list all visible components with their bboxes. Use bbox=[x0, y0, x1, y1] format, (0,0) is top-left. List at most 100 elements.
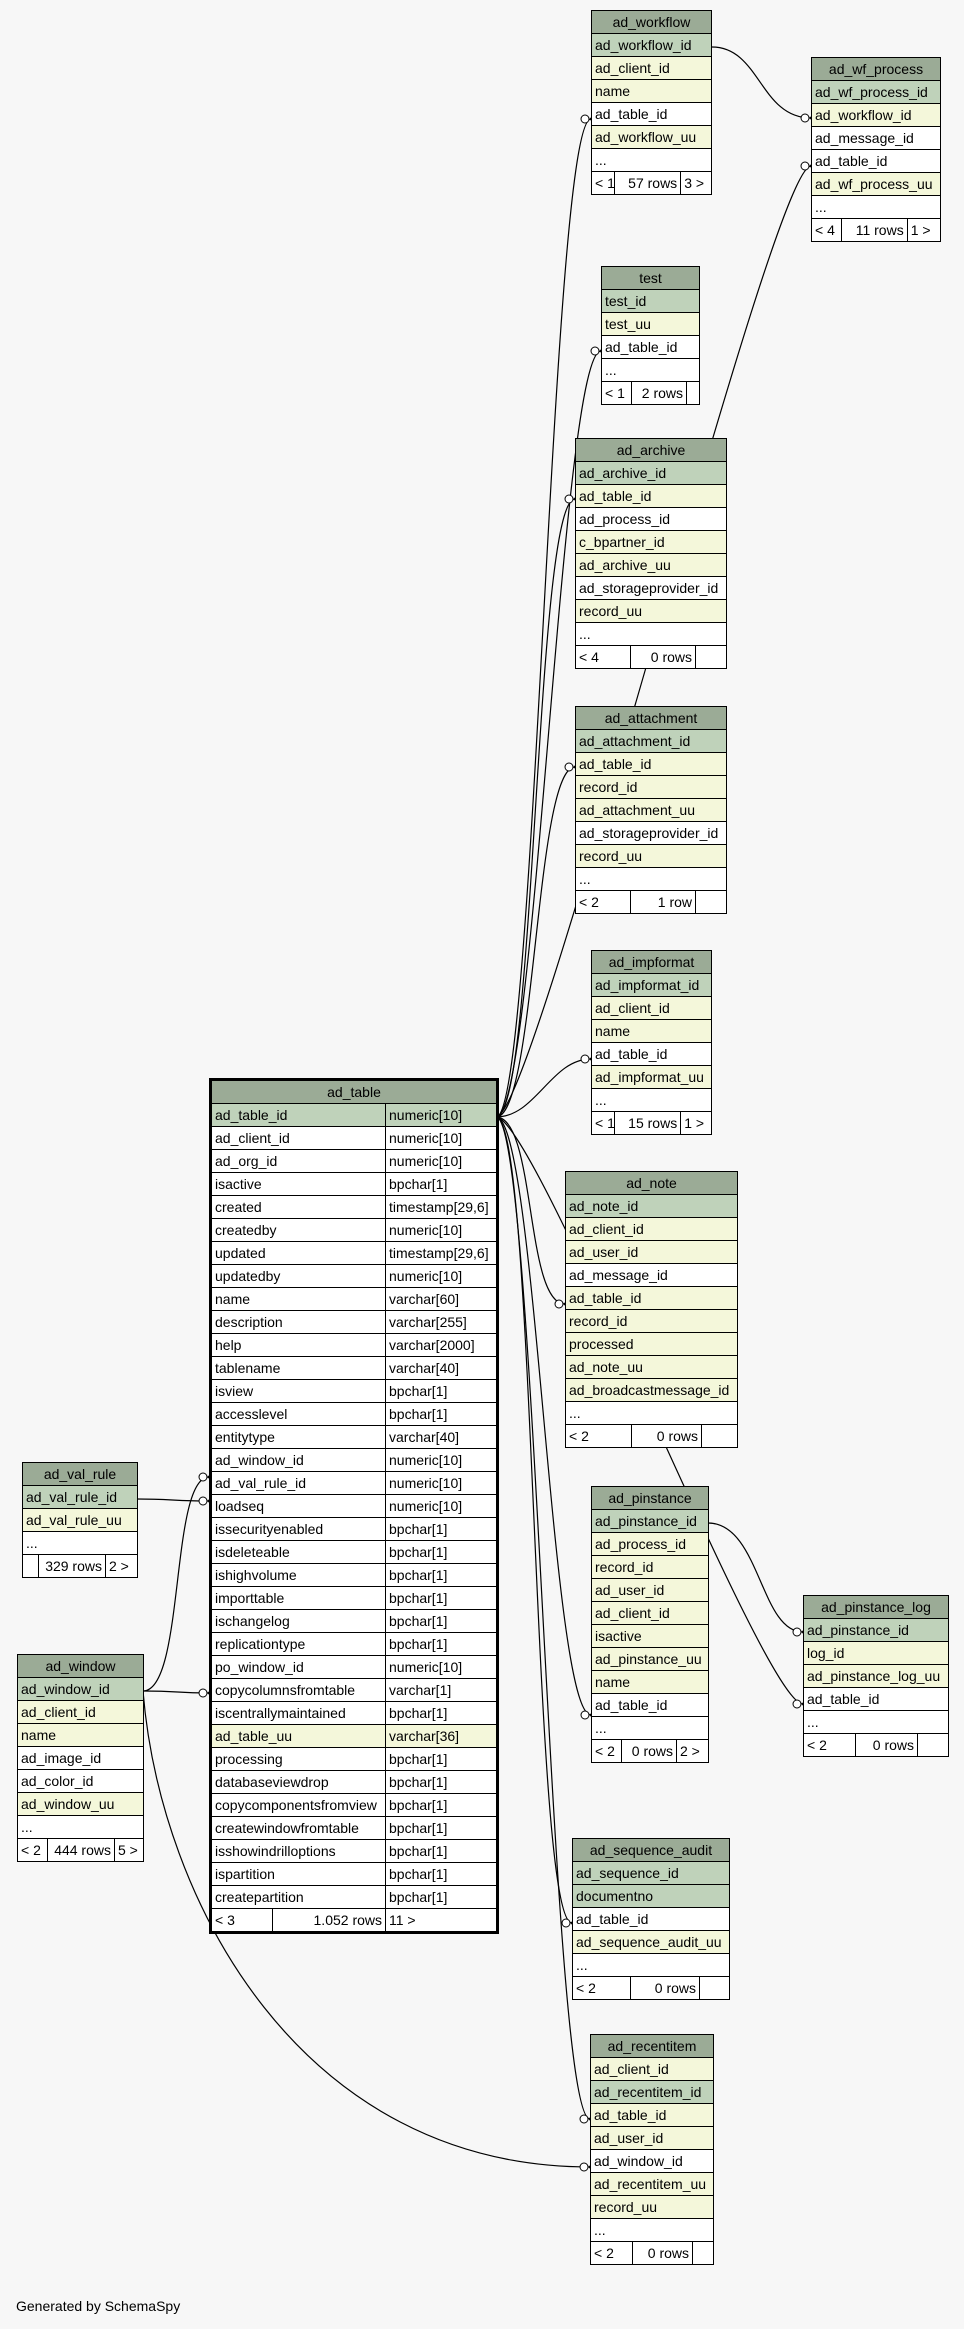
column-row[interactable]: ad_storageprovider_id bbox=[574, 821, 728, 845]
parents-count[interactable]: < 2 bbox=[803, 1733, 856, 1757]
column-row[interactable]: ad_recentitem_id bbox=[590, 2080, 714, 2104]
column-row[interactable]: ad_attachment_id bbox=[574, 729, 728, 753]
column-row[interactable]: ... bbox=[601, 358, 700, 382]
column-row[interactable]: ad_color_id bbox=[17, 1769, 144, 1793]
column-row[interactable]: ... bbox=[574, 867, 728, 891]
column-row[interactable]: ad_client_id bbox=[565, 1217, 738, 1241]
children-count[interactable]: 11 > bbox=[385, 1908, 498, 1933]
entity-title[interactable]: ad_wf_process bbox=[811, 57, 941, 81]
entity-title[interactable]: ad_attachment bbox=[574, 706, 728, 730]
children-count[interactable] bbox=[686, 381, 700, 405]
column-row[interactable]: ad_window_id bbox=[590, 2149, 714, 2173]
column-row[interactable]: ... bbox=[591, 1088, 712, 1112]
column-row[interactable]: ad_window_id bbox=[17, 1677, 144, 1701]
column-row[interactable]: ad_client_id bbox=[591, 56, 712, 80]
column-row[interactable]: name bbox=[591, 79, 712, 103]
parents-count[interactable]: < 1 bbox=[601, 381, 632, 405]
entity-title[interactable]: ad_impformat bbox=[591, 950, 712, 974]
column-row[interactable]: ad_process_id bbox=[590, 1532, 710, 1556]
children-count[interactable]: 2 > bbox=[675, 1739, 710, 1763]
column-row[interactable]: ... bbox=[811, 195, 941, 219]
column-row[interactable]: ad_message_id bbox=[811, 126, 941, 150]
column-row[interactable]: ad_table_id bbox=[572, 1907, 730, 1931]
column-row[interactable]: ad_note_id bbox=[565, 1194, 738, 1218]
column-row[interactable]: record_uu bbox=[574, 599, 728, 623]
children-count[interactable] bbox=[694, 645, 728, 669]
column-row[interactable]: ad_message_id bbox=[565, 1263, 738, 1287]
column-row[interactable]: ad_note_uu bbox=[565, 1355, 738, 1379]
column-row[interactable]: ad_recentitem_uu bbox=[590, 2172, 714, 2196]
column-row[interactable]: ad_image_id bbox=[17, 1746, 144, 1770]
column-row[interactable]: ad_table_id bbox=[591, 1042, 712, 1066]
column-row[interactable]: ad_client_id bbox=[591, 996, 712, 1020]
column-row[interactable]: ... bbox=[591, 148, 712, 172]
column-row[interactable]: test_id bbox=[601, 289, 700, 313]
parents-count[interactable]: < 3 bbox=[210, 1908, 273, 1933]
children-count[interactable]: 2 > bbox=[104, 1554, 139, 1578]
column-row[interactable]: ad_table_id bbox=[574, 484, 728, 508]
entity-title[interactable]: ad_note bbox=[565, 1171, 738, 1195]
parents-count[interactable]: < 4 bbox=[575, 645, 631, 669]
column-row[interactable]: ad_client_id bbox=[590, 2057, 714, 2081]
entity-title[interactable]: ad_val_rule bbox=[21, 1462, 139, 1486]
column-row[interactable]: ad_impformat_uu bbox=[591, 1065, 712, 1089]
column-row[interactable]: record_id bbox=[565, 1309, 738, 1333]
parents-count[interactable]: < 2 bbox=[590, 2241, 633, 2265]
column-row[interactable]: ad_table_id bbox=[565, 1286, 738, 1310]
parents-count[interactable]: < 1 bbox=[591, 1111, 615, 1135]
entity-title[interactable]: ad_pinstance bbox=[590, 1486, 710, 1510]
entity-title[interactable]: ad_pinstance_log bbox=[803, 1595, 949, 1619]
column-row[interactable]: record_uu bbox=[590, 2195, 714, 2219]
children-count[interactable] bbox=[692, 2241, 714, 2265]
column-row[interactable]: isactive bbox=[590, 1624, 710, 1648]
column-row[interactable]: ad_wf_process_id bbox=[811, 80, 941, 104]
children-count[interactable] bbox=[699, 1976, 730, 2000]
column-row[interactable]: record_id bbox=[590, 1555, 710, 1579]
column-row[interactable]: ad_table_id bbox=[574, 752, 728, 776]
column-row[interactable]: ad_pinstance_uu bbox=[590, 1647, 710, 1671]
entity-title[interactable]: ad_sequence_audit bbox=[572, 1838, 730, 1862]
column-row[interactable]: processed bbox=[565, 1332, 738, 1356]
column-row[interactable]: ad_client_id bbox=[17, 1700, 144, 1724]
parents-count[interactable]: < 2 bbox=[17, 1838, 48, 1862]
column-row[interactable]: ... bbox=[21, 1531, 139, 1555]
column-row[interactable]: ad_attachment_uu bbox=[574, 798, 728, 822]
column-row[interactable]: name bbox=[17, 1723, 144, 1747]
column-row[interactable]: ad_val_rule_id bbox=[21, 1485, 139, 1509]
column-row[interactable]: ad_table_id bbox=[591, 102, 712, 126]
column-row[interactable]: ad_sequence_id bbox=[572, 1861, 730, 1885]
column-row[interactable]: ad_user_id bbox=[565, 1240, 738, 1264]
column-row[interactable]: ... bbox=[574, 622, 728, 646]
children-count[interactable] bbox=[701, 1424, 738, 1448]
column-row[interactable]: ad_wf_process_uu bbox=[811, 172, 941, 196]
